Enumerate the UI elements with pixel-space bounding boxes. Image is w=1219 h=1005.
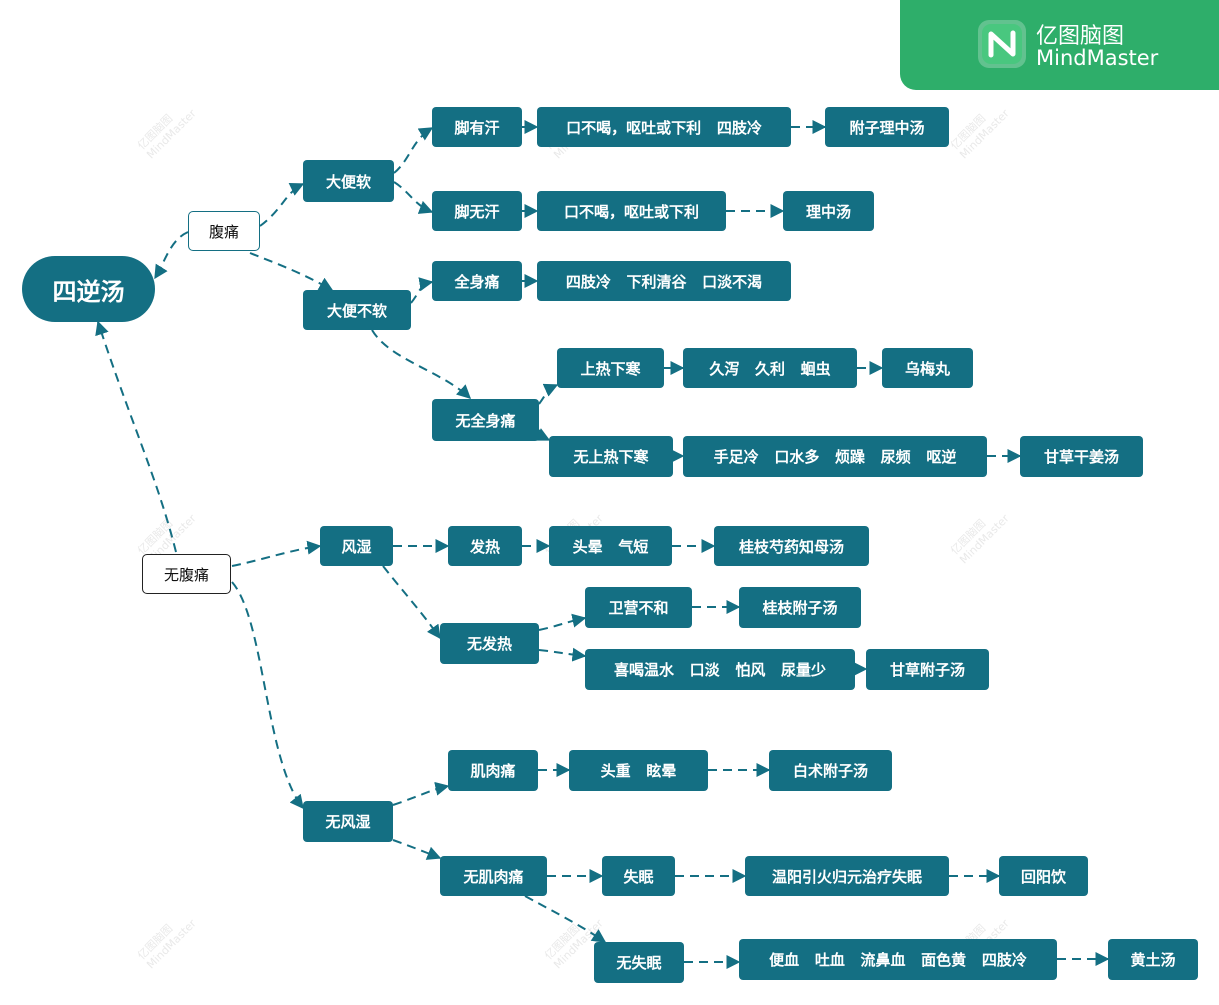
node-fa-re[interactable]: 发热 [448,526,522,566]
node-wu-feng-shi[interactable]: 无风湿 [303,801,393,842]
node-wei-ying-bu-he[interactable]: 卫营不和 [585,587,692,628]
node-li-zhong-tang[interactable]: 理中汤 [783,191,874,231]
node-symptoms-2[interactable]: 口不喝，呕吐或下利 [537,191,726,231]
node-shang-re-xia-han[interactable]: 上热下寒 [557,348,664,388]
node-symptoms-5[interactable]: 手足冷 口水多 烦躁 尿频 呕逆 [683,436,987,477]
node-quan-shen-tong[interactable]: 全身痛 [432,261,522,301]
node-gui-zhi-fu-zi-tang[interactable]: 桂枝附子汤 [739,587,861,628]
connector-arrow [371,329,472,399]
connector-arrow [392,781,450,806]
connector-arrow [410,277,434,304]
connector-arrow [534,428,551,441]
node-da-bian-bu-ruan[interactable]: 大便不软 [303,290,411,330]
node-symptoms-1[interactable]: 口不喝，呕吐或下利 四肢冷 [537,107,791,147]
connector-arrow [393,181,434,214]
node-da-bian-ruan[interactable]: 大便软 [303,160,394,202]
node-gan-cao-gan-jiang-tang[interactable]: 甘草干姜汤 [1020,436,1143,477]
node-hui-yang-yin[interactable]: 回阳饮 [999,856,1088,896]
brand-name-cn: 亿图脑图 [1036,24,1125,49]
node-ji-rou-tong[interactable]: 肌肉痛 [448,750,538,791]
connector-arrow [382,565,441,640]
connector-arrow [231,581,304,810]
node-wu-quan-shen-tong[interactable]: 无全身痛 [432,399,539,441]
connector-arrow [393,127,434,174]
connector-arrow [95,320,177,553]
node-jiao-you-han[interactable]: 脚有汗 [432,107,522,147]
node-huang-tu-tang[interactable]: 黄土汤 [1108,939,1198,980]
mindmaster-logo-icon [978,20,1026,68]
root-node-si-ni-tang[interactable]: 四逆汤 [22,256,155,322]
brand-banner: 亿图脑图 MindMaster [900,0,1219,90]
node-wu-fu-tong[interactable]: 无腹痛 [142,554,231,594]
node-symptoms-4[interactable]: 久泻 久利 蛔虫 [683,348,857,388]
node-feng-shi[interactable]: 风湿 [320,526,393,566]
connector-arrow [249,252,334,291]
connector-arrow [392,839,442,860]
node-symptoms-6[interactable]: 头晕 气短 [549,526,672,566]
node-wu-shi-mian[interactable]: 无失眠 [594,942,684,983]
connector-arrow [538,613,587,631]
connector-arrow [538,647,587,662]
node-wu-shang-re-xia-han[interactable]: 无上热下寒 [549,436,673,477]
node-bai-zhu-fu-zi-tang[interactable]: 白术附子汤 [769,750,892,791]
connector-arrow [154,231,189,280]
node-gui-zhi-shao-yao-zhi-mu-tang[interactable]: 桂枝芍药知母汤 [714,526,869,566]
connector-arrow [231,540,322,567]
node-jiao-wu-han[interactable]: 脚无汗 [432,191,522,231]
node-gan-cao-fu-zi-tang[interactable]: 甘草附子汤 [866,649,989,690]
connector-arrow [259,183,305,227]
connector-arrow [538,383,559,405]
node-wu-fa-re[interactable]: 无发热 [440,623,539,664]
node-symptoms-10[interactable]: 便血 吐血 流鼻血 面色黄 四肢冷 [739,939,1057,980]
node-fu-tong[interactable]: 腹痛 [188,211,260,251]
node-fu-zi-li-zhong-tang[interactable]: 附子理中汤 [825,107,949,147]
node-wu-mei-wan[interactable]: 乌梅丸 [882,348,973,388]
node-symptoms-9[interactable]: 温阳引火归元治疗失眠 [745,856,949,896]
node-symptoms-8[interactable]: 头重 眩晕 [569,750,708,791]
connector-arrow [524,895,607,943]
node-symptoms-3[interactable]: 四肢冷 下利清谷 口淡不渴 [537,261,791,301]
node-wu-ji-rou-tong[interactable]: 无肌肉痛 [440,856,547,896]
brand-name-en: MindMaster [1036,46,1159,70]
node-symptoms-7[interactable]: 喜喝温水 口淡 怕风 尿量少 [585,649,855,690]
node-shi-mian[interactable]: 失眠 [602,856,675,896]
